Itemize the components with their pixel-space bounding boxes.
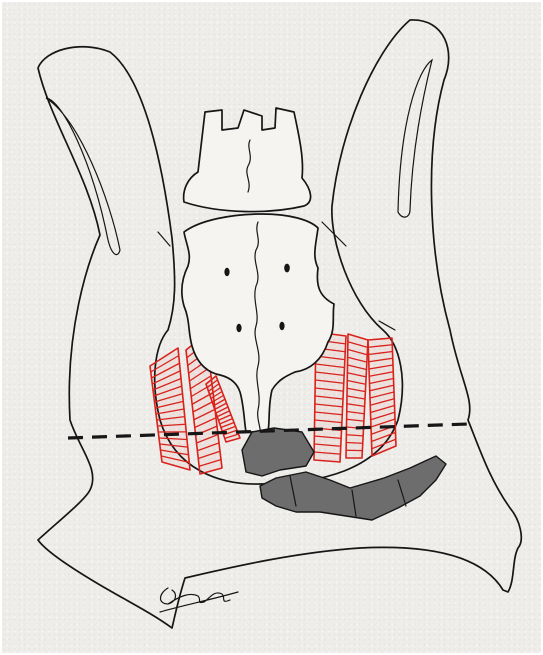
sacrum-top-segment (184, 108, 311, 212)
sacral-foramen (279, 322, 284, 330)
sacral-foramen (236, 324, 241, 332)
hatch-stroke (346, 443, 363, 444)
gray-fracture-fragments (242, 428, 446, 520)
gray-fragment-upper (242, 428, 314, 476)
signature-stroke (160, 588, 238, 612)
artist-signature (160, 588, 238, 612)
right-ilium-inner-line (398, 60, 432, 217)
sacral-foramen (224, 268, 229, 276)
sacral-foramen (284, 264, 290, 273)
